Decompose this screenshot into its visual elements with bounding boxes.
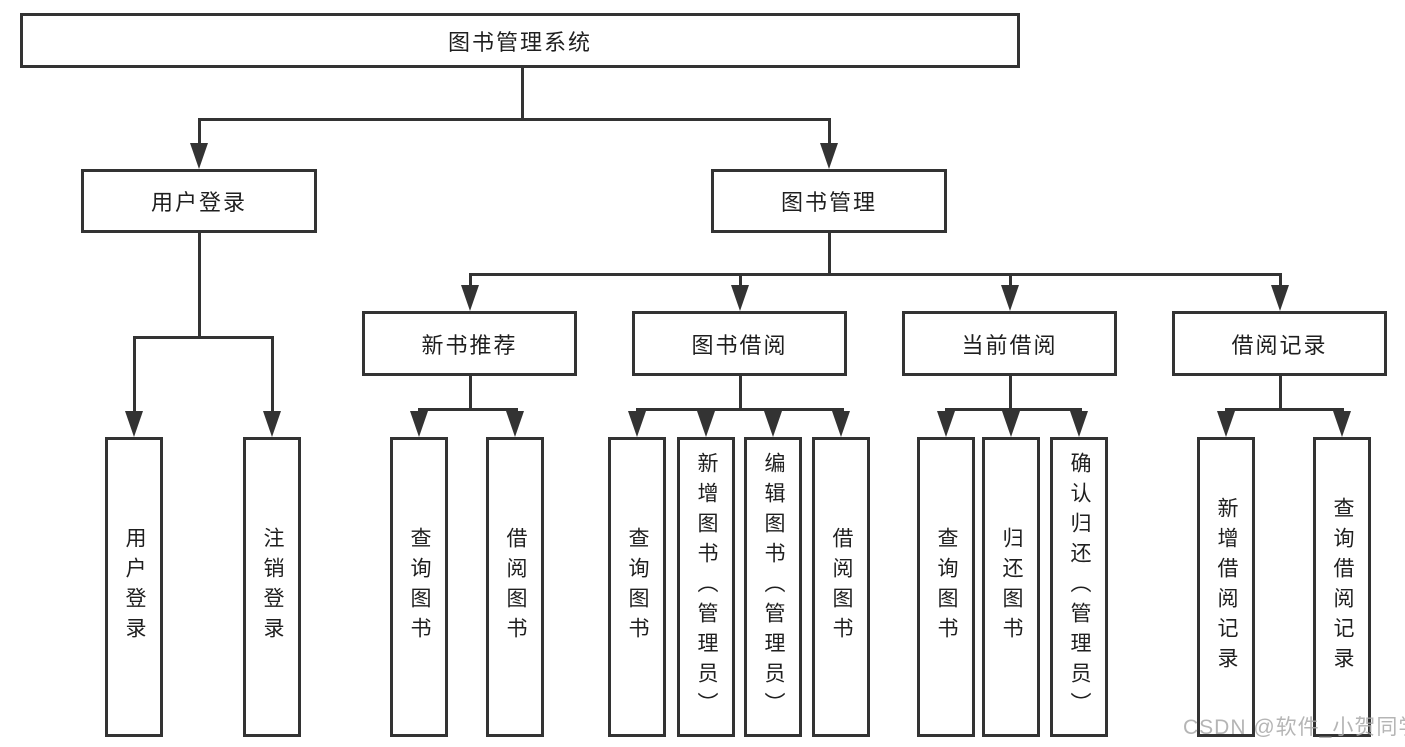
leaf-query-books-current: 查询图书 [917,437,975,737]
connector-line [133,336,273,339]
connector-line [945,408,1082,411]
arrow-down-icon [1333,411,1351,437]
connector-line [198,118,201,146]
arrow-down-icon [1002,411,1020,437]
node-book-borrow-label: 图书借阅 [691,332,788,358]
node-current-borrow: 当前借阅 [902,311,1117,376]
leaf-user-login-label: 用户登录 [123,527,147,647]
connector-line [1279,273,1282,289]
arrow-down-icon [190,143,208,169]
node-user-login-label: 用户登录 [150,190,247,215]
leaf-add-book-admin-label: 新增图书（管理员） [695,452,719,722]
leaf-borrow-books-recommend-label: 借阅图书 [504,527,528,647]
leaf-confirm-return-admin-label: 确认归还（管理员） [1068,452,1092,722]
node-root-label: 图书管理系统 [447,29,592,55]
connector-line [521,68,524,118]
connector-line [636,408,844,411]
leaf-borrow-books: 借阅图书 [812,437,870,737]
arrow-down-icon [1271,285,1289,311]
arrow-down-icon [731,285,749,311]
arrow-down-icon [697,411,715,437]
leaf-user-login: 用户登录 [105,437,163,737]
leaf-return-book: 归还图书 [982,437,1040,737]
connector-line [198,118,831,121]
leaf-edit-book-admin: 编辑图书（管理员） [744,437,802,737]
leaf-borrow-books-label: 借阅图书 [830,527,854,647]
leaf-return-book-label: 归还图书 [1000,527,1024,647]
connector-line [739,376,742,409]
arrow-down-icon [125,411,143,437]
arrow-down-icon [832,411,850,437]
connector-line [198,233,201,337]
connector-line [739,273,742,289]
arrow-down-icon [1217,411,1235,437]
leaf-borrow-books-recommend: 借阅图书 [486,437,544,737]
leaf-edit-book-admin-label: 编辑图书（管理员） [762,452,786,722]
leaf-logout: 注销登录 [243,437,301,737]
leaf-query-books-current-label: 查询图书 [935,527,959,647]
leaf-query-borrow-record: 查询借阅记录 [1313,437,1371,737]
csdn-watermark: CSDN @软件_小贺同学 [1183,716,1405,739]
connector-line [418,408,518,411]
connector-line [1279,376,1282,409]
connector-line [1009,376,1012,409]
leaf-add-borrow-record: 新增借阅记录 [1197,437,1255,737]
node-user-login: 用户登录 [81,169,317,233]
leaf-logout-label: 注销登录 [261,527,285,647]
connector-line [133,336,136,416]
connector-line [469,376,472,409]
connector-line [828,118,831,146]
connector-line [1225,408,1344,411]
node-new-book-recommend-label: 新书推荐 [421,332,518,358]
connector-line [1009,273,1012,289]
node-new-book-recommend: 新书推荐 [362,311,577,376]
connector-line [828,233,831,274]
leaf-query-books-recommend-label: 查询图书 [408,527,432,647]
node-book-management-label: 图书管理 [780,190,877,215]
node-book-borrow: 图书借阅 [632,311,847,376]
leaf-query-borrow-record-label: 查询借阅记录 [1331,497,1355,677]
connector-line [469,273,472,289]
arrow-down-icon [410,411,428,437]
arrow-down-icon [1070,411,1088,437]
arrow-down-icon [820,143,838,169]
node-borrow-records: 借阅记录 [1172,311,1387,376]
arrow-down-icon [263,411,281,437]
arrow-down-icon [506,411,524,437]
arrow-down-icon [1001,285,1019,311]
leaf-add-book-admin: 新增图书（管理员） [677,437,735,737]
leaf-add-borrow-record-label: 新增借阅记录 [1215,497,1239,677]
leaf-query-books-recommend: 查询图书 [390,437,448,737]
node-borrow-records-label: 借阅记录 [1231,332,1328,358]
leaf-query-books-borrow: 查询图书 [608,437,666,737]
connector-line [469,273,1282,276]
arrow-down-icon [764,411,782,437]
node-root: 图书管理系统 [20,13,1020,68]
arrow-down-icon [461,285,479,311]
leaf-confirm-return-admin: 确认归还（管理员） [1050,437,1108,737]
arrow-down-icon [628,411,646,437]
node-current-borrow-label: 当前借阅 [961,332,1058,358]
connector-line [271,336,274,416]
arrow-down-icon [937,411,955,437]
leaf-query-books-borrow-label: 查询图书 [626,527,650,647]
node-book-management: 图书管理 [711,169,947,233]
